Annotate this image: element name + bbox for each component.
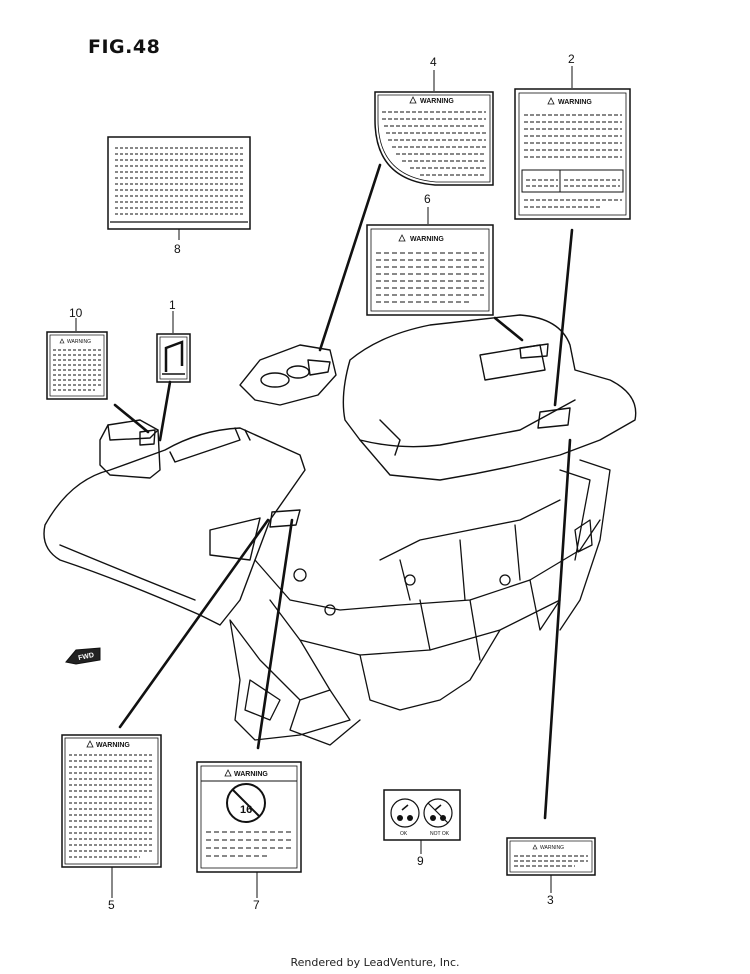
- decal-8: [107, 136, 251, 230]
- callout-8: 8: [174, 242, 181, 256]
- decal-2-warning: WARNING: [558, 99, 592, 106]
- figure-title: FIG.48: [88, 36, 161, 58]
- decal-6: WARNING: [366, 224, 494, 316]
- front-fender: [43, 427, 306, 626]
- decal-7: WARNING 16: [196, 761, 302, 873]
- decal-9: OK NOT OK: [383, 789, 461, 841]
- callout-6: 6: [424, 192, 431, 206]
- decal-3-warning: WARNING: [540, 845, 564, 851]
- decal-10: WARNING: [46, 331, 108, 400]
- decal-5: WARNING: [61, 734, 162, 868]
- callout-10: 10: [69, 306, 83, 320]
- decal-4-warning: WARNING: [420, 98, 454, 105]
- footer-credit: Rendered by LeadVenture, Inc.: [290, 956, 460, 969]
- decal-5-warning: WARNING: [96, 742, 130, 749]
- decal-9-right-caption: NOT OK: [430, 831, 450, 837]
- callout-1: 1: [169, 298, 176, 312]
- callout-3: 3: [547, 893, 554, 907]
- handle-cover: [239, 344, 337, 406]
- decal-7-age: 16: [240, 804, 252, 816]
- decal-1: [156, 333, 191, 383]
- callout-5: 5: [108, 898, 115, 912]
- callout-2: 2: [568, 52, 575, 66]
- fwd-label: FWD: [78, 652, 95, 662]
- front-box: [99, 419, 161, 479]
- decal-2: WARNING: [514, 88, 631, 220]
- decal-6-warning: WARNING: [410, 236, 444, 243]
- callout-9: 9: [417, 854, 424, 868]
- frame: [229, 459, 611, 746]
- rear-fender: [342, 314, 637, 481]
- decal-10-warning: WARNING: [67, 339, 91, 345]
- leader-lines: [113, 163, 574, 820]
- callout-7: 7: [253, 898, 260, 912]
- callout-4: 4: [430, 55, 437, 69]
- decal-4: WARNING: [374, 91, 494, 186]
- decal-7-warning: WARNING: [234, 771, 268, 778]
- decal-9-left-caption: OK: [400, 831, 408, 837]
- fwd-arrow-icon: FWD: [65, 647, 101, 665]
- decal-3: WARNING: [506, 837, 596, 876]
